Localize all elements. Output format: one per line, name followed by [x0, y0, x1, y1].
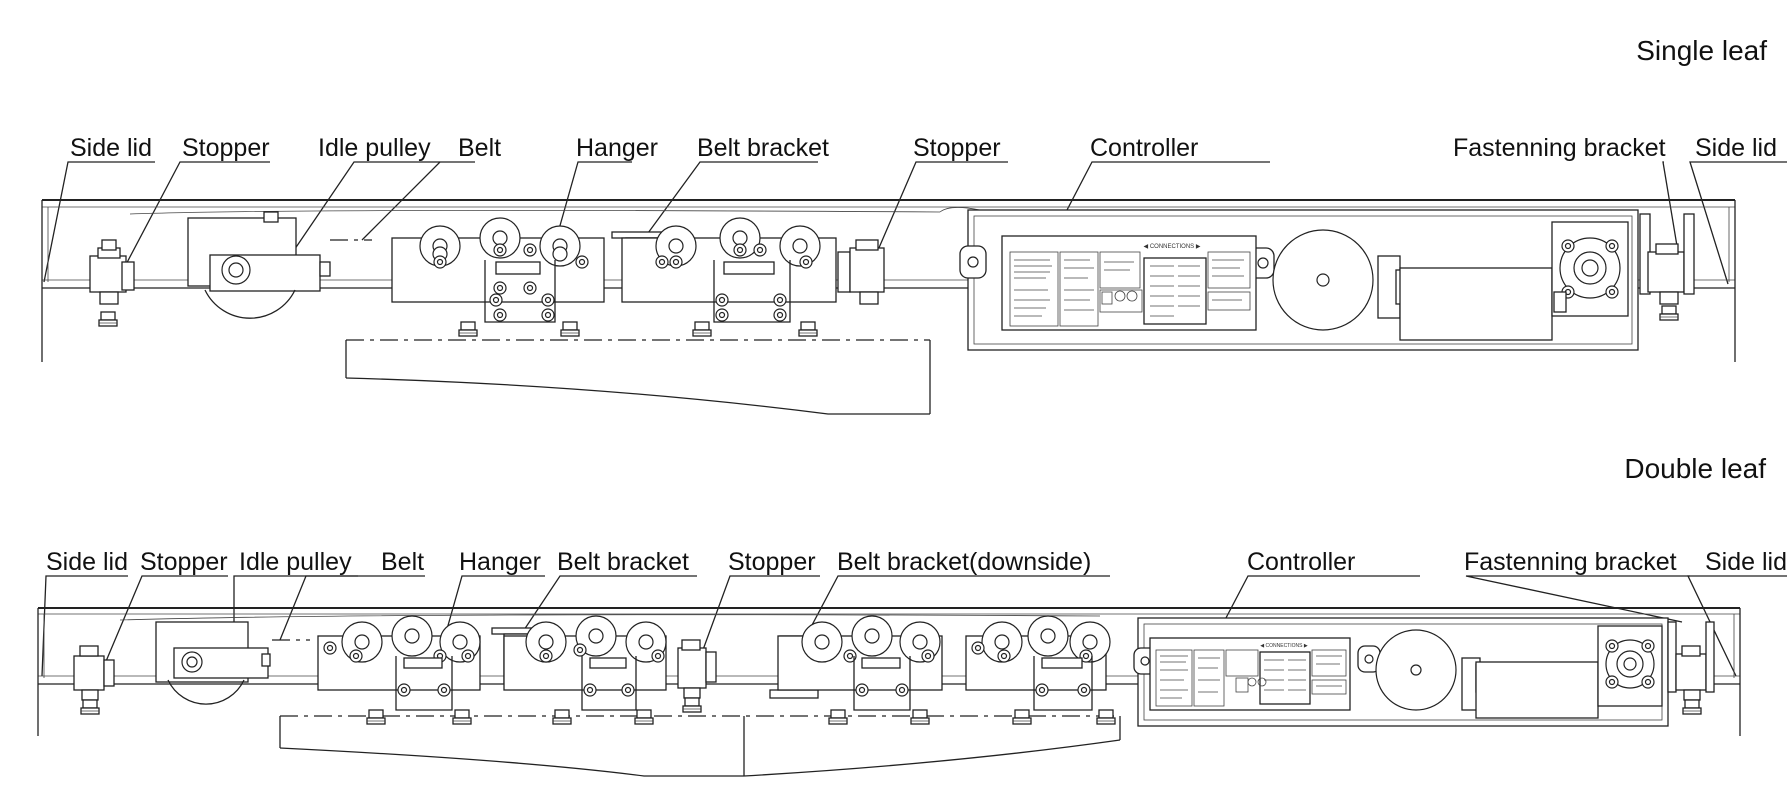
double-fastening-bracket — [1667, 621, 1715, 715]
double-hanger-1 — [317, 615, 481, 711]
double-stopper-mid — [677, 639, 717, 713]
label-stopper-left: Stopper — [140, 548, 228, 576]
label-side-lid-right: Side lid — [1695, 134, 1777, 162]
single-panel-title: ◀ CONNECTIONS ▶ — [1144, 244, 1201, 250]
label-hanger: Hanger — [576, 134, 658, 162]
double-leaf-section: Double leaf Side lid Stopper Idle pulley… — [37, 453, 1787, 777]
label-belt: Belt — [458, 134, 501, 162]
double-drive-unit — [1375, 625, 1663, 719]
single-leader-lines — [43, 161, 1787, 285]
label-hanger: Hanger — [459, 548, 541, 576]
single-leaf-heading: Single leaf — [1636, 35, 1767, 66]
double-door-leaves — [279, 709, 1121, 777]
label-stopper-mid: Stopper — [728, 548, 816, 576]
single-fastening-bracket — [1639, 213, 1695, 321]
label-side-lid-left: Side lid — [46, 548, 128, 576]
double-stopper-left — [73, 645, 115, 715]
label-belt-bracket: Belt bracket — [557, 548, 689, 576]
label-controller: Controller — [1090, 134, 1198, 162]
single-leaf-section: Single leaf Side lid Stopper Idle pulley… — [41, 35, 1787, 415]
label-stopper-left: Stopper — [182, 134, 270, 162]
single-drive-unit — [1272, 221, 1629, 341]
double-panel-title: ◀ CONNECTIONS ▶ — [1260, 643, 1308, 649]
single-stopper-right — [837, 239, 885, 305]
label-fastening-bracket: Fastenning bracket — [1453, 134, 1666, 162]
double-idle-pulley — [155, 621, 310, 705]
double-hanger-2 — [503, 615, 667, 711]
double-hanger-3 — [777, 615, 943, 711]
single-hanger-left — [391, 217, 605, 323]
double-controller-panel: ◀ CONNECTIONS ▶ — [1149, 637, 1351, 711]
single-idle-pulley — [187, 211, 372, 319]
single-hanger-right — [621, 217, 837, 323]
label-fastening-bracket: Fastenning bracket — [1464, 548, 1677, 576]
label-side-lid-left: Side lid — [70, 134, 152, 162]
label-stopper-right: Stopper — [913, 134, 1001, 162]
single-door-leaf — [345, 321, 931, 415]
label-belt-bracket-downside: Belt bracket(downside) — [837, 548, 1091, 576]
label-controller: Controller — [1247, 548, 1355, 576]
label-idle-pulley: Idle pulley — [239, 548, 352, 576]
double-leader-lines — [41, 575, 1787, 677]
single-controller-panel: ◀ CONNECTIONS ▶ — [1001, 235, 1257, 331]
label-idle-pulley: Idle pulley — [318, 134, 431, 162]
label-belt: Belt — [381, 548, 424, 576]
label-belt-bracket: Belt bracket — [697, 134, 829, 162]
double-leaf-heading: Double leaf — [1624, 453, 1766, 484]
double-hanger-4 — [965, 615, 1111, 711]
label-side-lid-right: Side lid — [1705, 548, 1787, 576]
single-stopper-left — [89, 239, 135, 327]
